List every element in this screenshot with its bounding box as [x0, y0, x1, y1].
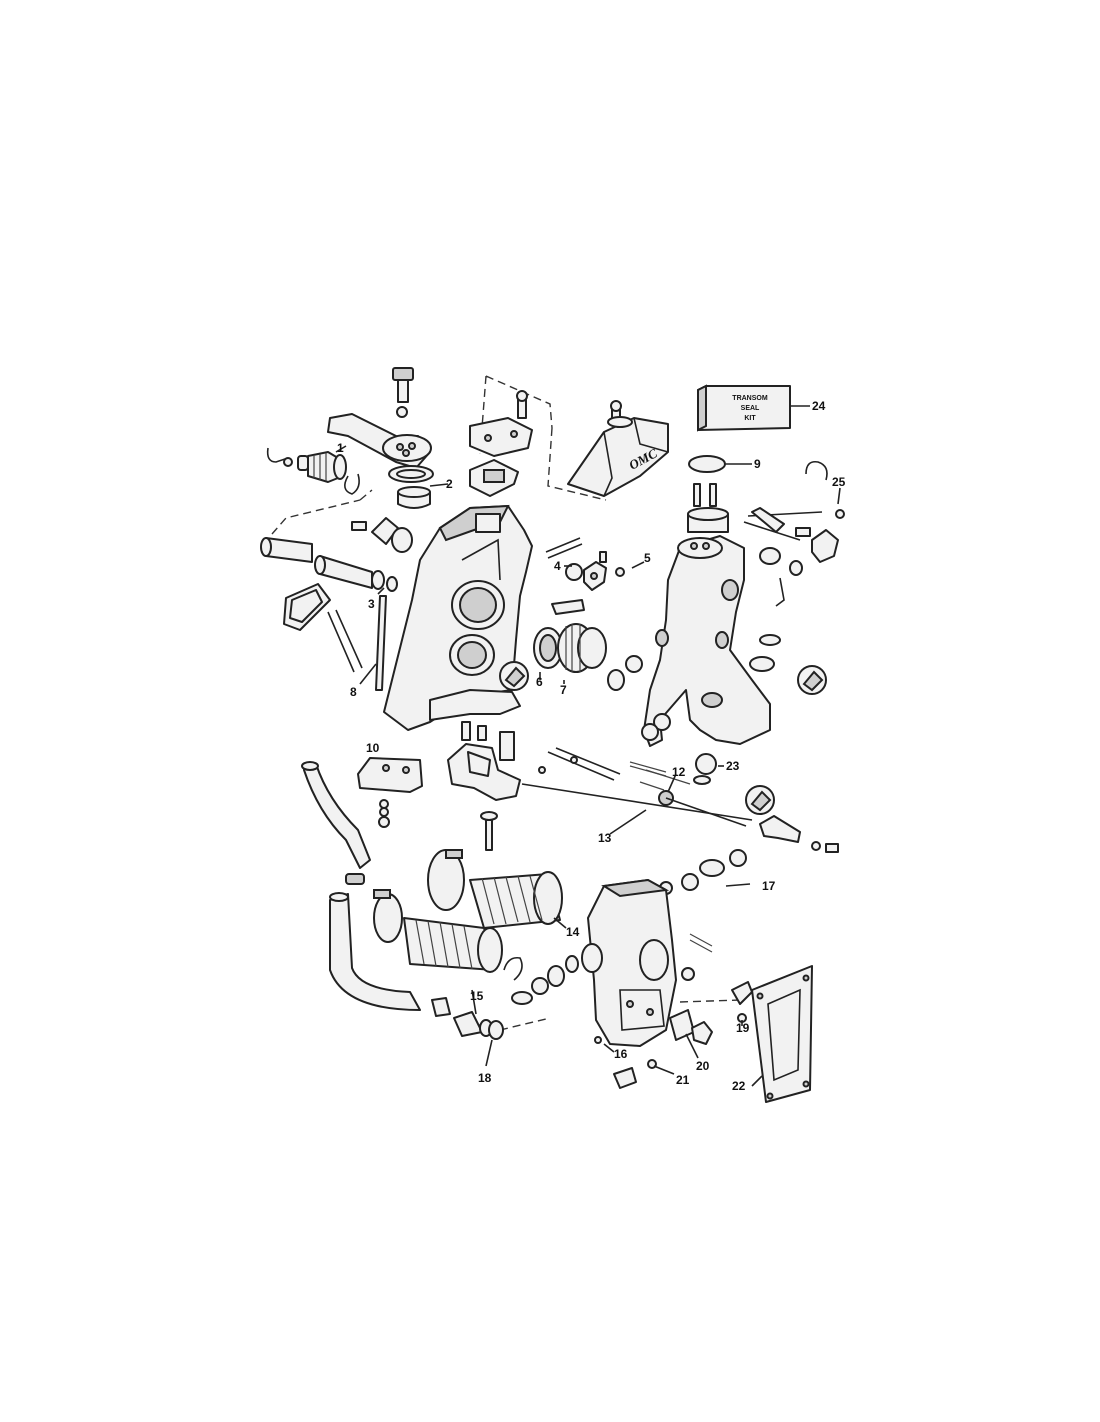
mid-small-parts [447, 655, 659, 801]
callout-16: 16 [614, 1047, 628, 1061]
transom-gasket [751, 965, 813, 1103]
callout-3: 3 [368, 597, 375, 611]
transom-seal-kit-box: TRANSOM SEAL KIT [697, 384, 791, 432]
callout-13: 13 [598, 831, 612, 845]
callout-19: 19 [736, 1021, 750, 1035]
shift-linkage [480, 747, 839, 853]
leader-lines [335, 405, 841, 1087]
callout-10: 10 [366, 741, 380, 755]
kit-label-line1: TRANSOM [732, 395, 768, 402]
callout-22: 22 [732, 1079, 746, 1093]
callout-1: 1 [337, 441, 344, 455]
callout-21: 21 [676, 1073, 690, 1087]
exhaust-hoses [301, 761, 421, 1011]
callout-25: 25 [832, 475, 846, 489]
intermediate-housing [581, 878, 753, 1089]
callout-18: 18 [478, 1071, 492, 1085]
bottom-fittings [431, 849, 747, 1040]
callout-12: 12 [672, 765, 686, 779]
callout-7: 7 [560, 683, 567, 697]
callout-23: 23 [726, 759, 740, 773]
callout-17: 17 [762, 879, 776, 893]
callout-14: 14 [566, 925, 580, 939]
callout-24: 24 [812, 399, 826, 413]
callout-5: 5 [644, 551, 651, 565]
callout-9: 9 [754, 457, 761, 471]
left-tube-parts [260, 489, 413, 691]
callout-6: 6 [536, 675, 543, 689]
gimbal-ring [643, 455, 771, 747]
callout-8: 8 [350, 685, 357, 699]
center-small-parts [499, 537, 625, 691]
callout-labels: 1 2 3 4 5 6 7 8 9 10 12 13 14 15 16 17 1… [337, 399, 846, 1093]
bellows-assembly [373, 849, 563, 981]
bracket-block [357, 757, 423, 828]
kit-label-line3: KIT [744, 415, 756, 422]
gimbal-housing [383, 504, 533, 731]
steering-arm-assembly [327, 367, 434, 509]
top-cover-assembly: OMC [469, 375, 669, 501]
callout-4: 4 [554, 559, 561, 573]
callout-15: 15 [470, 989, 484, 1003]
kit-label-line2: SEAL [741, 405, 760, 412]
callout-20: 20 [696, 1059, 710, 1073]
trim-sender-assembly [743, 460, 845, 695]
callout-2: 2 [446, 477, 453, 491]
bellows-stub-assembly [266, 447, 360, 495]
